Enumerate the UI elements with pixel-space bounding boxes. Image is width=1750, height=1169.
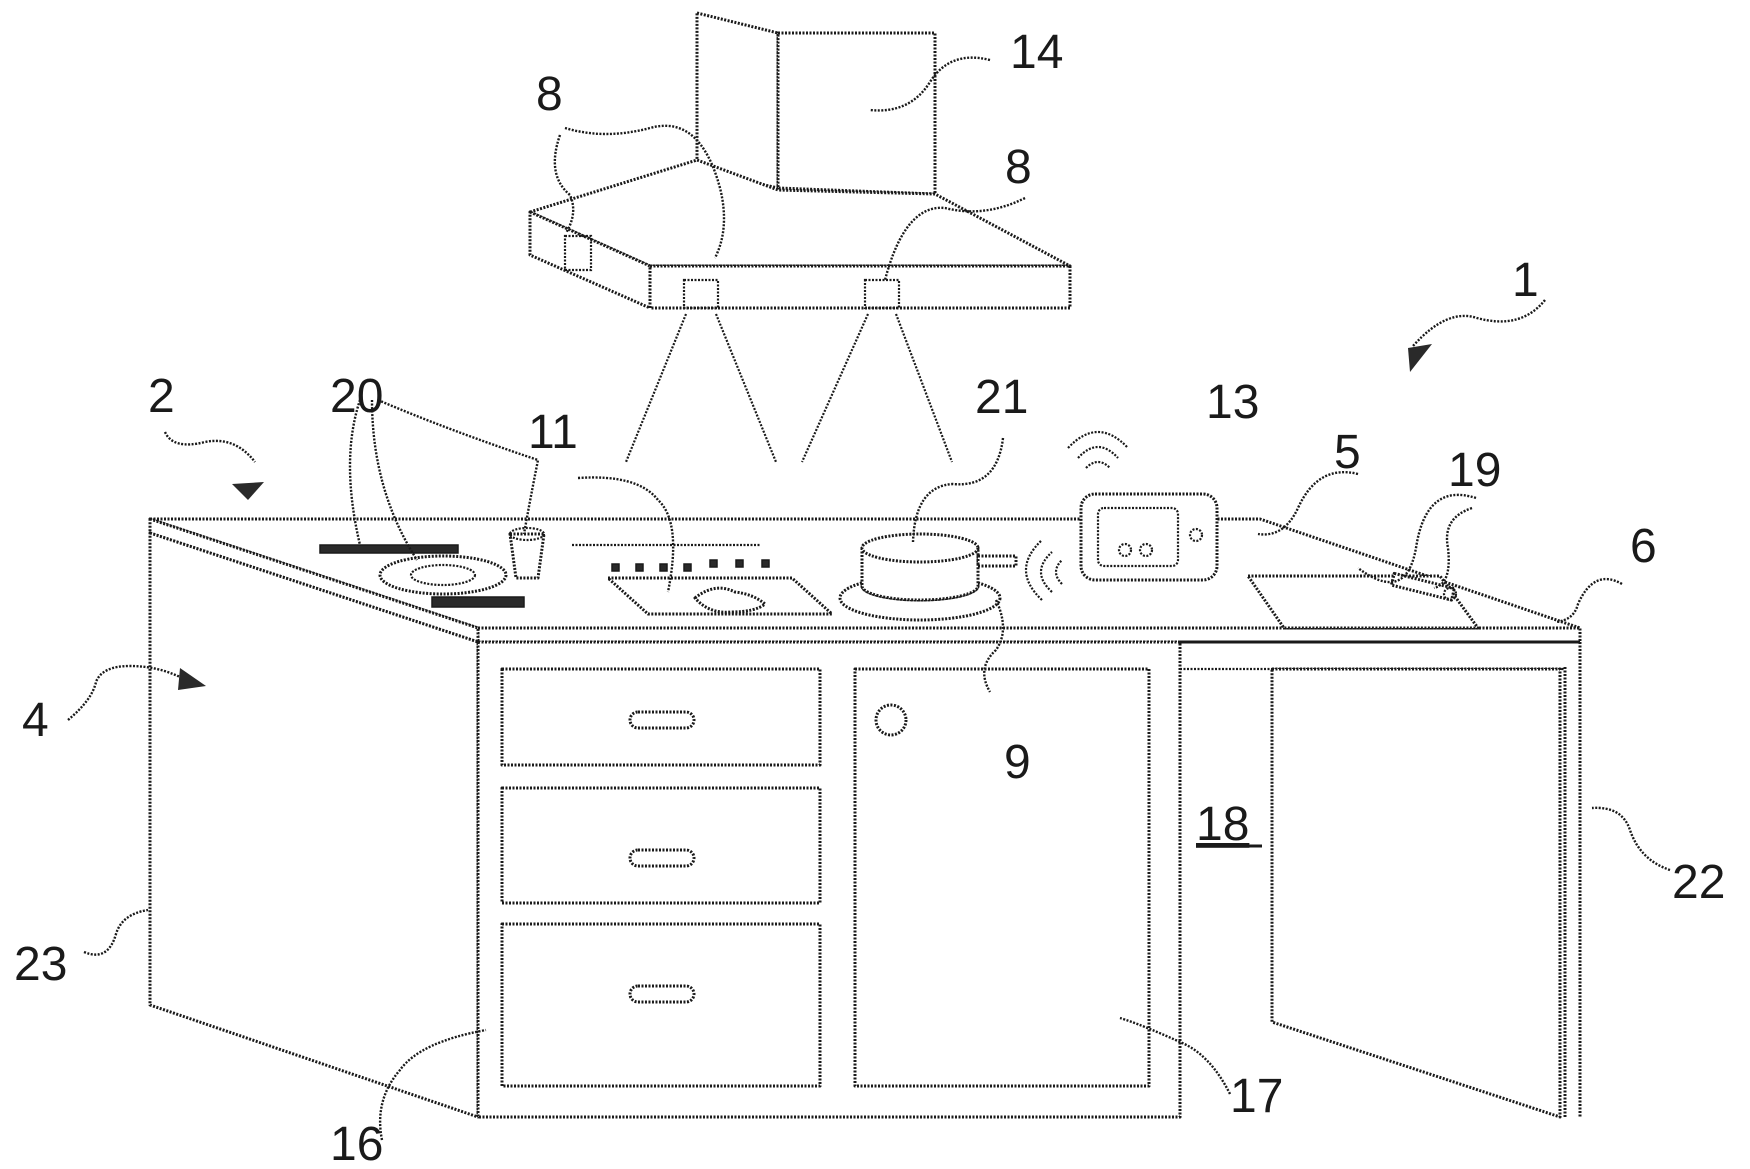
hood-canopy-front-face (650, 266, 1070, 308)
sensor-cone-line (896, 314, 952, 462)
label-22: 22 (1672, 856, 1725, 909)
label-14: 14 (1010, 26, 1063, 79)
label-2: 2 (148, 370, 175, 423)
label-1: 1 (1512, 254, 1539, 307)
label-13: 13 (1206, 376, 1259, 429)
label-21: 21 (975, 371, 1028, 424)
drawer-middle-handle (630, 850, 694, 866)
label-9: 9 (1004, 736, 1031, 789)
fork-icon (432, 597, 524, 607)
pot-rim (862, 534, 978, 562)
drawer-top-handle (630, 712, 694, 728)
hood-chimney-front (778, 33, 935, 194)
pot-handle (978, 556, 1016, 566)
label-5: 5 (1334, 426, 1361, 479)
arrow-head (232, 482, 264, 500)
sensor-cone-line (716, 314, 776, 462)
label-11: 11 (528, 406, 578, 459)
compartment-door (1272, 669, 1560, 1117)
label-18: 18 (1196, 798, 1249, 851)
worktop-front-edge (478, 628, 1580, 642)
drawer-bottom-handle (630, 986, 694, 1002)
sensor-cone-line (626, 314, 686, 462)
label-17: 17 (1230, 1070, 1283, 1123)
label-16: 16 (330, 1118, 383, 1169)
sensor-cone-line (802, 314, 868, 462)
plate-outer (380, 556, 506, 594)
wireless-signal-icon (1068, 432, 1128, 468)
drawer-bottom (502, 924, 820, 1086)
appliance-door-knob (876, 705, 906, 735)
knife-icon (320, 545, 458, 553)
label-8-right: 8 (1005, 141, 1032, 194)
label-20: 20 (330, 370, 383, 423)
label-8-left: 8 (536, 68, 563, 121)
arrow-head (1408, 344, 1432, 372)
hood-chimney-left (697, 13, 778, 188)
cutting-board (1248, 576, 1478, 628)
label-6: 6 (1630, 520, 1657, 573)
label-23: 23 (14, 938, 67, 991)
drawer-middle (502, 788, 820, 903)
label-4: 4 (22, 694, 49, 747)
label-19: 19 (1448, 444, 1501, 497)
